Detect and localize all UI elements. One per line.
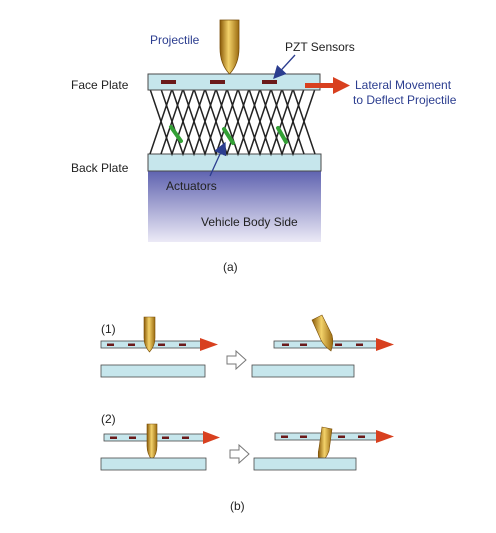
step-1-after (251, 314, 394, 378)
actuator-2 (222, 127, 235, 145)
deflect-arrow (200, 338, 218, 351)
projectile-small (143, 316, 156, 353)
panel-b: (1) (2) (100, 314, 394, 513)
pzt-pointer (273, 54, 296, 79)
pzt-sensors-label: PZT Sensors (285, 40, 355, 54)
actuators (169, 125, 288, 145)
lateral-arrow (305, 77, 350, 94)
lattice-structure (149, 86, 316, 157)
actuator-3 (276, 126, 288, 144)
vehicle-body (148, 171, 321, 242)
step-1-label: (1) (101, 322, 116, 336)
transition-arrow-1 (226, 349, 247, 371)
back-plate (147, 153, 322, 172)
projectile-label: Projectile (150, 33, 200, 47)
step-1-before (100, 316, 218, 378)
actuator-1 (169, 125, 183, 143)
actuators-pointer (209, 141, 227, 177)
pzt-sensor-3 (262, 80, 277, 84)
pzt-sensor-1 (161, 80, 176, 84)
transition-arrow-2 (229, 443, 250, 465)
vehicle-body-label: Vehicle Body Side (201, 215, 298, 229)
projectile (219, 19, 240, 75)
face-plate-label: Face Plate (71, 78, 129, 92)
back-plate-small (100, 364, 206, 378)
pzt-sensors (161, 80, 277, 84)
back-plate-label: Back Plate (71, 161, 129, 175)
caption-a: (a) (223, 260, 238, 274)
lateral-movement-label-line2: to Deflect Projectile (353, 93, 457, 107)
lateral-movement-label-line1: Lateral Movement (355, 78, 452, 92)
panel-a: Projectile PZT Sensors Face Plate Back P… (71, 19, 457, 274)
caption-b: (b) (230, 499, 245, 513)
step-2-label: (2) (101, 412, 116, 426)
actuators-label: Actuators (166, 179, 217, 193)
step-2-after (253, 426, 394, 471)
pzt-sensor-2 (210, 80, 225, 84)
step-2-before (100, 423, 220, 471)
